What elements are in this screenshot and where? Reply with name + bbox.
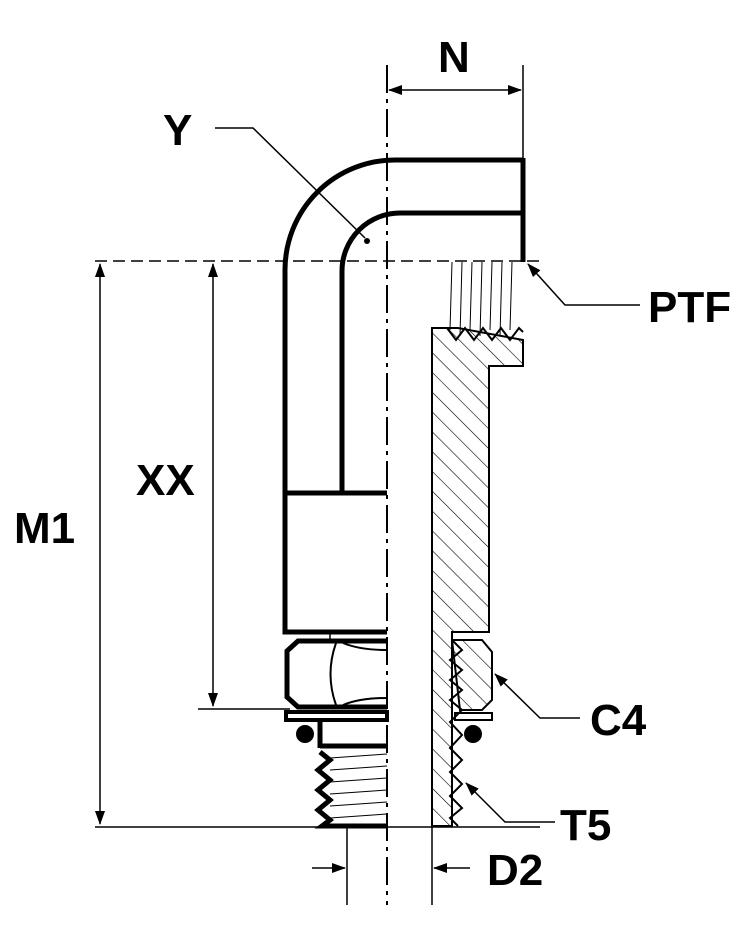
section-body xyxy=(431,261,524,827)
o-ring-right xyxy=(464,725,482,743)
nut-and-stud xyxy=(284,632,389,829)
elbow-tube xyxy=(282,157,526,635)
label-d2: D2 xyxy=(487,846,543,895)
label-ptf: PTF xyxy=(648,283,731,332)
dimension-t5: T5 xyxy=(465,782,611,850)
label-t5: T5 xyxy=(560,801,611,850)
dimension-ptf: PTF xyxy=(527,263,731,332)
dimension-m1: M1 xyxy=(14,263,540,828)
label-xx: XX xyxy=(136,456,195,505)
label-y: Y xyxy=(163,106,192,155)
dimension-c4: C4 xyxy=(494,673,647,745)
label-c4: C4 xyxy=(590,696,647,745)
dimension-y: Y xyxy=(163,106,370,244)
dimension-d2: D2 xyxy=(312,827,543,905)
label-n: N xyxy=(438,33,470,82)
label-m1: M1 xyxy=(14,504,75,553)
o-ring-left xyxy=(296,725,314,743)
dimension-xx: XX xyxy=(136,263,290,710)
dimension-n: N xyxy=(388,33,524,158)
